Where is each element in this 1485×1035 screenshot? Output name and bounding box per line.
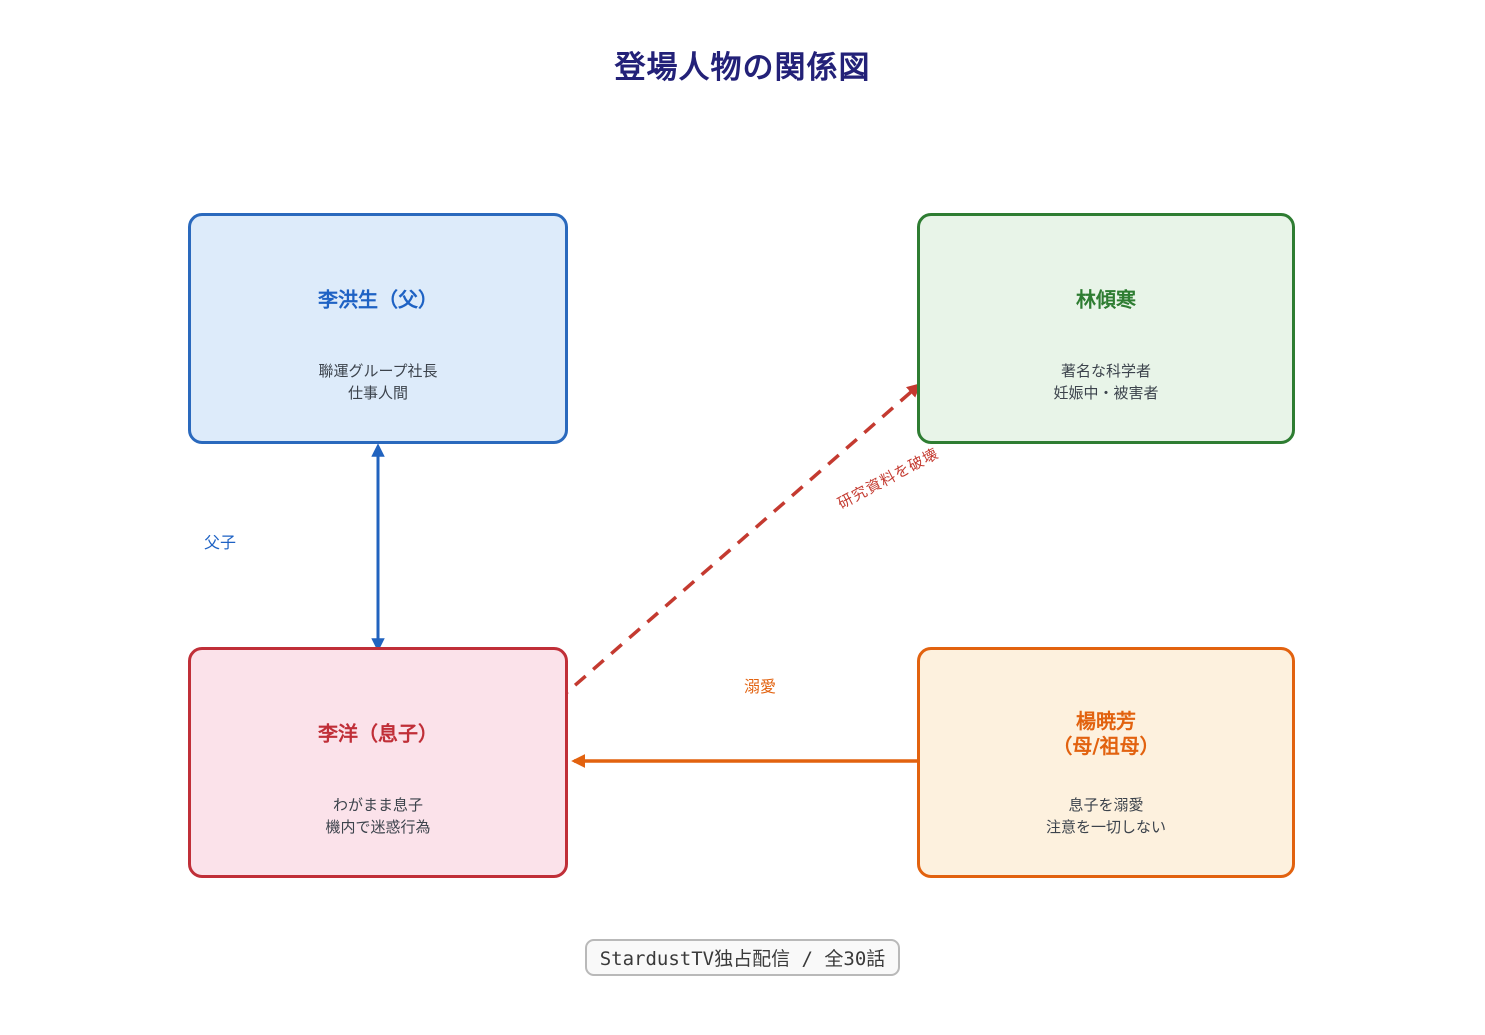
node-scientist-desc-line2: 妊娠中・被害者 xyxy=(1053,384,1159,402)
node-mother-name: 楊暁芳 （母/祖母） xyxy=(920,709,1292,759)
node-father-name: 李洪生（父） xyxy=(191,288,565,313)
footer-badge: StardustTV独占配信 / 全30話 xyxy=(584,939,901,976)
node-mother-desc-line1: 息子を溺愛 xyxy=(1068,796,1144,814)
node-father: 李洪生（父） 聯運グループ社長 仕事人間 xyxy=(188,213,568,444)
node-mother-description: 息子を溺愛 注意を一切しない xyxy=(920,794,1292,838)
node-son-desc-line1: わがまま息子 xyxy=(332,796,423,814)
footer: StardustTV独占配信 / 全30話 xyxy=(0,939,1485,976)
node-father-description: 聯運グループ社長 仕事人間 xyxy=(191,360,565,404)
edge-label-son-scientist: 研究資料を破壊 xyxy=(834,444,942,513)
node-son-name: 李洋（息子） xyxy=(191,722,565,747)
node-mother-name-line2: （母/祖母） xyxy=(1052,734,1160,758)
node-scientist-name: 林傾寒 xyxy=(920,288,1292,313)
node-mother-name-line1: 楊暁芳 xyxy=(1076,709,1136,733)
node-scientist-desc-line1: 著名な科学者 xyxy=(1060,362,1151,380)
node-father-desc-line2: 仕事人間 xyxy=(347,384,408,402)
node-father-desc-line1: 聯運グループ社長 xyxy=(318,362,438,380)
node-scientist-description: 著名な科学者 妊娠中・被害者 xyxy=(920,360,1292,404)
node-father-name-line1: 李洪生（父） xyxy=(318,287,438,312)
edge-son-scientist-line xyxy=(555,383,922,703)
edge-label-father-son: 父子 xyxy=(204,533,237,552)
node-scientist: 林傾寒 著名な科学者 妊娠中・被害者 xyxy=(917,213,1295,444)
node-son: 李洋（息子） わがまま息子 機内で迷惑行為 xyxy=(188,647,568,878)
node-son-name-line1: 李洋（息子） xyxy=(318,721,438,746)
node-son-desc-line2: 機内で迷惑行為 xyxy=(325,818,431,836)
node-son-description: わがまま息子 機内で迷惑行為 xyxy=(191,794,565,838)
node-scientist-name-line1: 林傾寒 xyxy=(1076,287,1136,312)
node-mother: 楊暁芳 （母/祖母） 息子を溺愛 注意を一切しない xyxy=(917,647,1295,878)
node-mother-desc-line2: 注意を一切しない xyxy=(1045,818,1166,836)
diagram-title: 登場人物の関係図 xyxy=(614,50,871,86)
edge-label-mother-son: 溺愛 xyxy=(744,677,777,696)
